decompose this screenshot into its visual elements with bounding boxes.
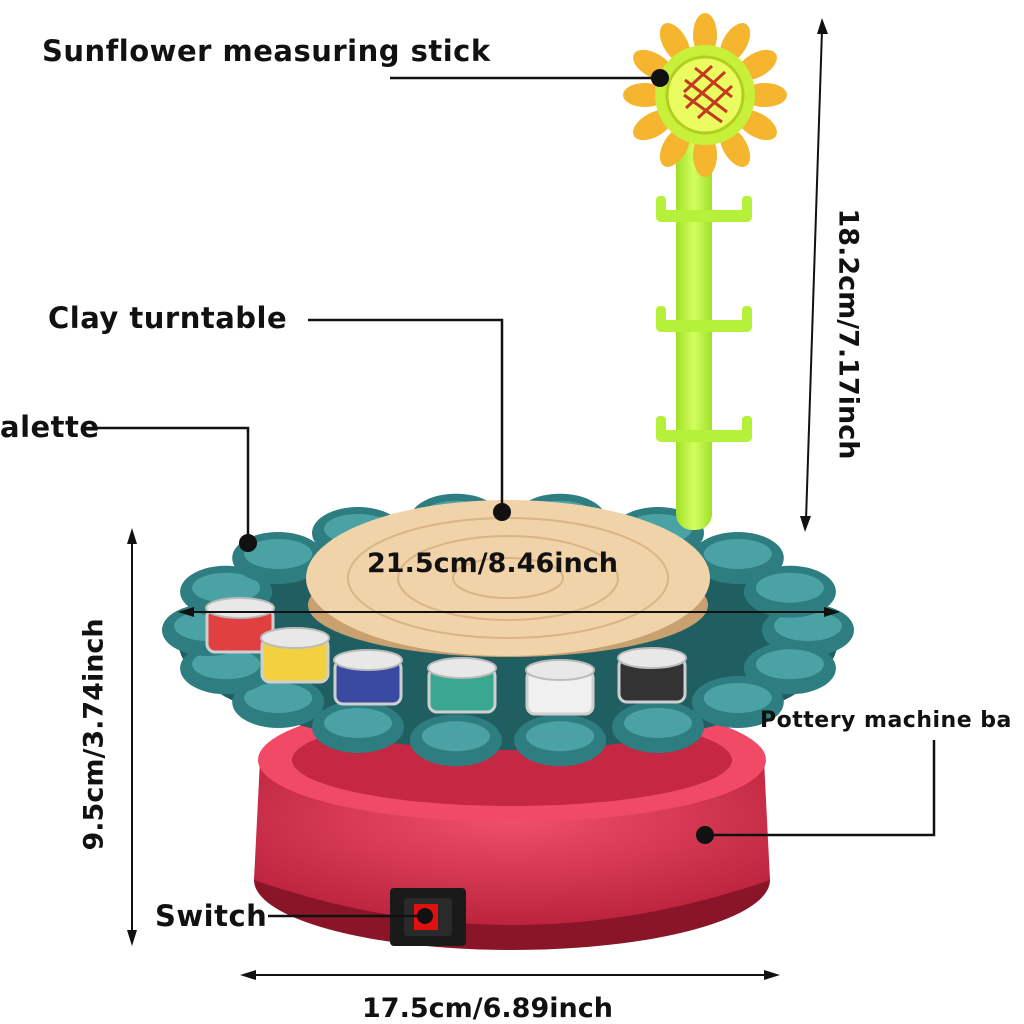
dimension-arrows [127,18,840,980]
clay-turntable-label: Clay turntable [48,301,288,335]
paint-pot [525,659,595,716]
base-width-dimension: 17.5cm/6.89inch [362,993,613,1024]
paint-pot [617,647,687,704]
paint-pots [205,597,687,716]
leader-dots [239,69,714,924]
paint-pot [427,657,497,714]
palette-label: alette [0,410,100,444]
paint-pot [260,627,330,684]
paint-pot [333,649,403,706]
palette-width-dimension: 21.5cm/8.46inch [367,548,618,579]
sunflower-stick-label: Sunflower measuring stick [42,34,491,68]
stick-height-dimension: 18.2cm/7.17inch [832,208,864,460]
sunflower-measuring-stick[interactable] [623,13,787,530]
leader-lines [85,76,936,918]
switch-label: Switch [155,899,268,933]
clay-turntable[interactable] [306,500,710,657]
base-height-dimension: 9.5cm/3.74inch [78,618,110,851]
base-label: Pottery machine ba [760,708,1012,733]
